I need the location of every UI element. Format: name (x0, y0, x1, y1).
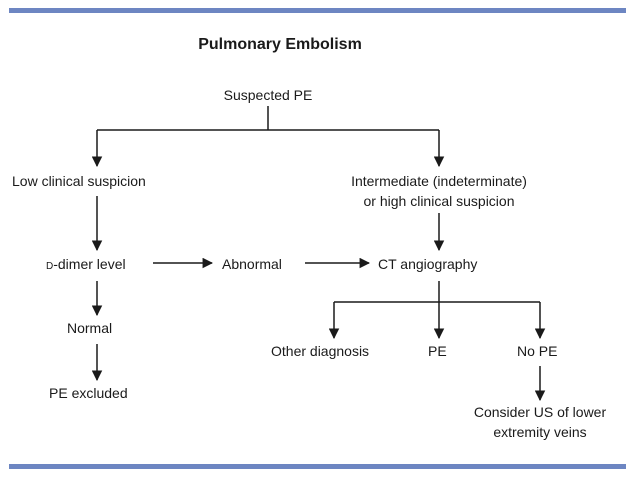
node-intermediate-suspicion: Intermediate (indeterminate) or high cli… (319, 171, 559, 211)
node-normal: Normal (67, 318, 112, 338)
node-pe-label: PE (428, 343, 447, 359)
node-consider-us: Consider US of lower extremity veins (450, 402, 630, 442)
node-abnormal-label: Abnormal (222, 256, 282, 272)
node-suspected-pe: Suspected PE (188, 85, 348, 105)
node-abnormal: Abnormal (222, 254, 282, 274)
node-ct-angiography: CT angiography (378, 254, 477, 274)
node-low-suspicion-label: Low clinical suspicion (12, 173, 146, 189)
node-pe: PE (428, 341, 447, 361)
node-low-suspicion: Low clinical suspicion (12, 171, 146, 191)
node-ct-angiography-label: CT angiography (378, 256, 478, 272)
node-intermediate-line1: Intermediate (indeterminate) (351, 173, 527, 189)
node-other-diagnosis-label: Other diagnosis (271, 343, 370, 359)
node-ddimer-prefix: D (46, 261, 54, 272)
node-suspected-pe-label: Suspected PE (223, 87, 313, 103)
node-pe-excluded: PE excluded (49, 383, 128, 403)
node-consider-us-line1: Consider US of lower (473, 404, 607, 420)
node-ddimer: D-dimer level (46, 254, 126, 277)
node-intermediate-line2: or high clinical suspicion (363, 193, 515, 209)
top-rule (9, 8, 626, 13)
node-ddimer-label: -dimer level (53, 256, 126, 272)
node-pe-excluded-label: PE excluded (49, 385, 128, 401)
bottom-rule (9, 464, 626, 469)
node-normal-label: Normal (67, 320, 113, 336)
node-other-diagnosis: Other diagnosis (271, 341, 369, 361)
node-no-pe-label: No PE (517, 343, 558, 359)
node-consider-us-line2: extremity veins (493, 424, 587, 440)
node-no-pe: No PE (517, 341, 557, 361)
diagram-title: Pulmonary Embolism (198, 36, 362, 53)
